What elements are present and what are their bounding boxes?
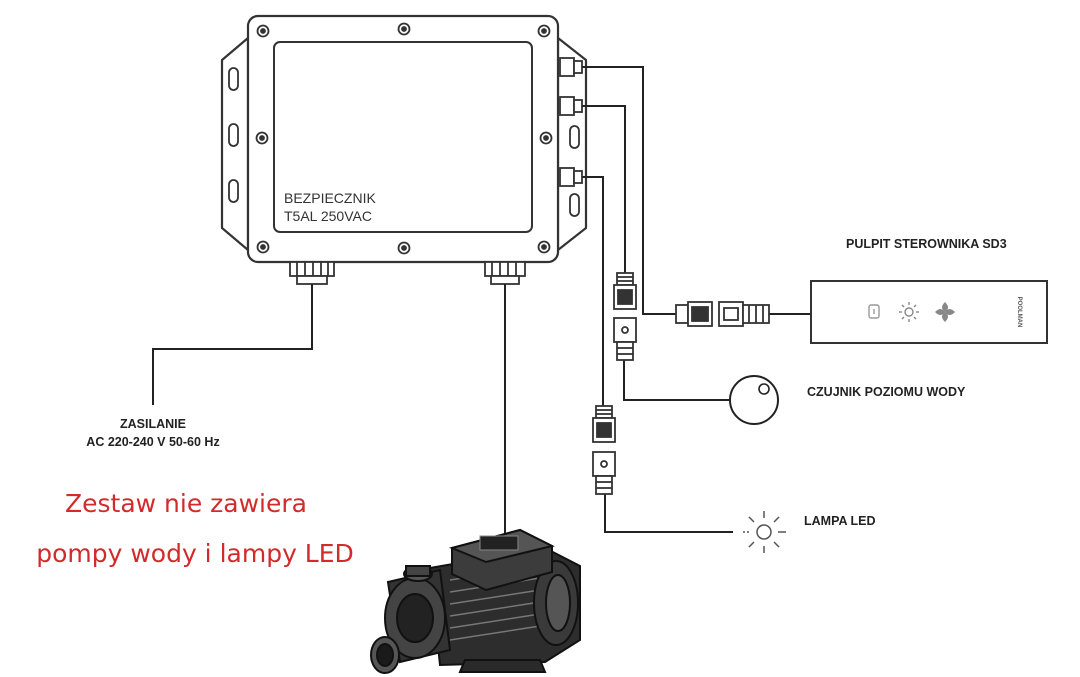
lamp-connector — [592, 405, 616, 495]
power-icon — [868, 304, 880, 319]
sensor-connector — [613, 272, 637, 361]
panel-connector — [675, 301, 770, 327]
control-panel-sd3: POOLMAN — [810, 280, 1048, 344]
lamp-cable — [582, 176, 733, 533]
label-lamp: LAMPA LED — [804, 514, 876, 528]
controller-box: BEZPIECZNIK T5AL 250VAC — [220, 14, 588, 264]
pump-icon — [935, 302, 955, 322]
light-icon — [899, 302, 919, 322]
label-power-line1: ZASILANIE — [120, 417, 186, 431]
box-output-sockets — [559, 57, 583, 187]
note-line1: Zestaw nie zawiera — [65, 489, 307, 518]
cable-gland-power — [289, 261, 335, 285]
fuse-label-line1: BEZPIECZNIK — [284, 190, 376, 206]
cable-gland-pump — [484, 261, 526, 285]
label-panel: PULPIT STEROWNIKA SD3 — [846, 237, 1007, 251]
sun-icon — [743, 511, 786, 553]
water-level-sensor — [729, 375, 779, 425]
note-line2: pompy wody i lampy LED — [36, 539, 354, 568]
panel-brand-logo: POOLMAN — [1016, 297, 1022, 328]
power-cable — [152, 284, 313, 405]
panel-cable — [582, 66, 812, 315]
fuse-label-line2: T5AL 250VAC — [284, 208, 372, 224]
label-power-line2: AC 220-240 V 50-60 Hz — [86, 435, 219, 449]
water-pump-image — [370, 528, 581, 674]
label-sensor: CZUJNIK POZIOMU WODY — [807, 385, 966, 399]
sensor-cable — [582, 105, 730, 401]
